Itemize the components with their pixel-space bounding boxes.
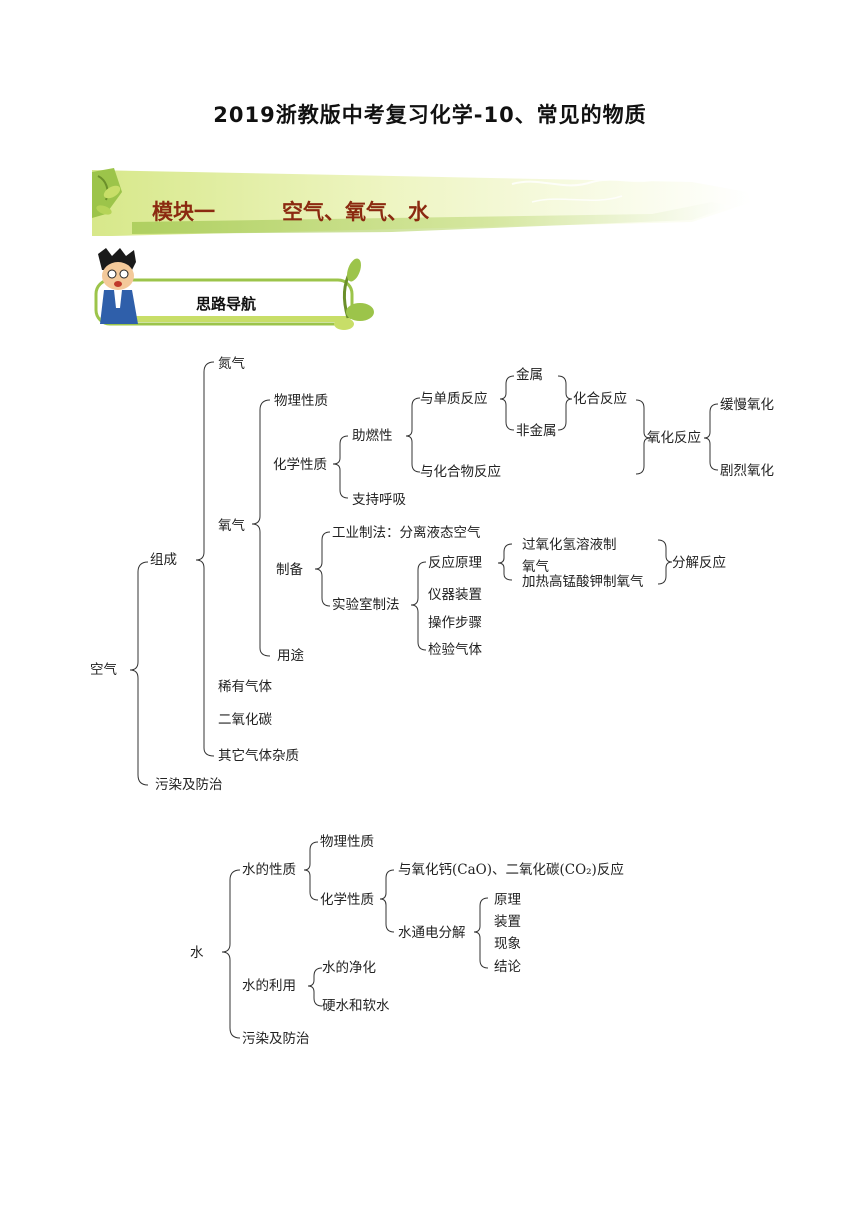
brace-decomposition bbox=[657, 539, 673, 585]
node-electrolysis: 水通电分解 bbox=[398, 925, 466, 941]
node-principle: 原理 bbox=[494, 892, 521, 908]
document-title: 2019浙教版中考复习化学-10、常见的物质 bbox=[213, 103, 647, 127]
node-h2o2-line1: 过氧化氢溶液制 bbox=[522, 537, 617, 553]
module-label: 模块一 bbox=[152, 200, 215, 224]
brace-chemical bbox=[332, 435, 349, 499]
section-heading: 思路导航 bbox=[196, 295, 257, 313]
brace-combination bbox=[557, 375, 573, 431]
node-air: 空气 bbox=[90, 662, 117, 678]
node-apparatus: 仪器装置 bbox=[428, 587, 482, 603]
node-metal: 金属 bbox=[516, 367, 543, 383]
node-water: 水 bbox=[190, 945, 204, 961]
node-react-compounds: 与化合物反应 bbox=[420, 464, 501, 480]
brace-composition bbox=[195, 361, 215, 757]
section-heading-graphic bbox=[94, 248, 374, 330]
brace-water-props bbox=[303, 841, 319, 901]
node-nonmetal: 非金属 bbox=[516, 423, 557, 439]
node-combination-reaction: 化合反应 bbox=[573, 391, 627, 407]
mascot-icon bbox=[98, 248, 138, 324]
node-oxygen: 氧气 bbox=[218, 518, 245, 534]
brace-water-chemical bbox=[379, 869, 395, 933]
node-uses: 用途 bbox=[277, 648, 304, 664]
brace-elements bbox=[499, 375, 515, 431]
module-topic: 空气、氧气、水 bbox=[282, 200, 429, 224]
brace-water bbox=[221, 869, 241, 1039]
node-preparation: 制备 bbox=[276, 562, 303, 578]
brace-preparation bbox=[314, 531, 331, 607]
node-water-physical: 物理性质 bbox=[320, 834, 374, 850]
node-gas-test: 检验气体 bbox=[428, 642, 482, 658]
brace-oxidation-types bbox=[703, 403, 719, 471]
node-other-impurities: 其它气体杂质 bbox=[218, 748, 299, 764]
node-water-properties: 水的性质 bbox=[242, 862, 296, 878]
node-carbon-dioxide: 二氧化碳 bbox=[218, 712, 272, 728]
node-water-pollution: 污染及防治 bbox=[242, 1031, 310, 1047]
node-water-utilization: 水的利用 bbox=[242, 978, 296, 994]
node-hard-soft-water: 硬水和软水 bbox=[322, 998, 390, 1014]
module-banner bbox=[92, 168, 752, 236]
brace-oxidation bbox=[635, 399, 651, 475]
node-react-cao-co2: 与氧化钙(CaO)、二氧化碳(CO₂)反应 bbox=[398, 862, 624, 878]
brace-electrolysis bbox=[473, 897, 489, 969]
node-combustion-support: 助燃性 bbox=[352, 428, 393, 444]
node-physical-props: 物理性质 bbox=[274, 393, 328, 409]
brace-oxygen bbox=[251, 399, 271, 657]
brace-water-use bbox=[307, 967, 323, 1007]
brace-principle bbox=[497, 543, 513, 581]
node-nitrogen: 氮气 bbox=[218, 356, 245, 372]
node-water-apparatus: 装置 bbox=[494, 914, 521, 930]
brace-combustion bbox=[405, 397, 421, 473]
brace-lab bbox=[410, 561, 427, 651]
node-decomposition-reaction: 分解反应 bbox=[672, 555, 726, 571]
node-oxidation-reaction: 氧化反应 bbox=[647, 430, 701, 446]
node-kmno4: 加热高锰酸钾制氧气 bbox=[522, 574, 644, 590]
node-breathing-support: 支持呼吸 bbox=[352, 492, 406, 508]
node-react-elements: 与单质反应 bbox=[420, 391, 488, 407]
node-water-chemical: 化学性质 bbox=[320, 892, 374, 908]
node-phenomenon: 现象 bbox=[494, 936, 521, 952]
node-conclusion: 结论 bbox=[494, 959, 521, 975]
node-purification: 水的净化 bbox=[322, 960, 376, 976]
node-noble-gases: 稀有气体 bbox=[218, 679, 272, 695]
node-chemical-props: 化学性质 bbox=[273, 457, 327, 473]
node-composition: 组成 bbox=[150, 552, 177, 568]
node-procedure: 操作步骤 bbox=[428, 615, 482, 631]
node-air-pollution: 污染及防治 bbox=[155, 777, 223, 793]
node-slow-oxidation: 缓慢氧化 bbox=[720, 397, 774, 413]
node-violent-oxidation: 剧烈氧化 bbox=[720, 463, 774, 479]
leaf-icon bbox=[334, 258, 374, 330]
brace-air bbox=[129, 561, 149, 786]
node-industrial-method: 工业制法：分离液态空气 bbox=[332, 525, 481, 541]
node-h2o2-line2: 氧气 bbox=[522, 559, 549, 575]
node-lab-method: 实验室制法 bbox=[332, 597, 400, 613]
node-reaction-principle: 反应原理 bbox=[428, 555, 482, 571]
